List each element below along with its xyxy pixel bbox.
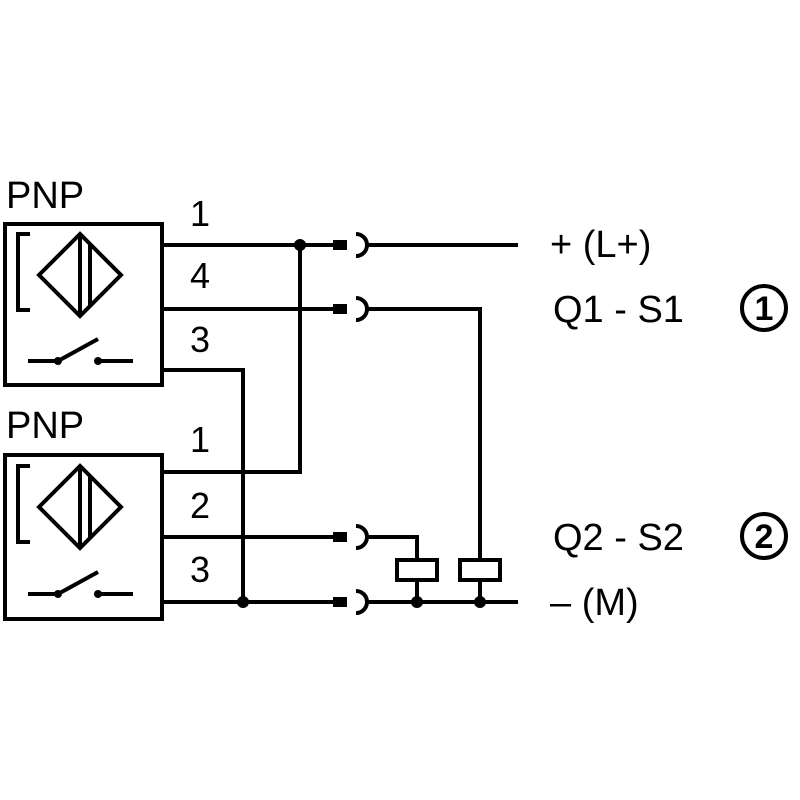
sensor-1-pin-4-label: 4 <box>190 255 210 296</box>
marker-1-number: 1 <box>755 290 774 328</box>
sensor-1-type-label: PNP <box>6 175 84 217</box>
plug-pin <box>333 240 347 250</box>
wires <box>162 239 333 608</box>
sensor-1-switch-icon <box>28 337 133 365</box>
junction-dot <box>294 239 306 251</box>
junction-dot <box>474 596 486 608</box>
socket-icon <box>355 524 369 550</box>
plug-pin <box>333 532 347 542</box>
sensor-1-pin-3-label: 3 <box>190 319 210 360</box>
sensor-2-pin-1-label: 1 <box>190 419 210 460</box>
junction-dot <box>237 596 249 608</box>
output-1-label: Q1 - S1 <box>553 289 684 331</box>
marker-1: 1 <box>740 284 788 332</box>
load-2-icon <box>395 558 439 582</box>
wire-q1-out <box>367 307 482 560</box>
sensor-1-pin-1-label: 1 <box>190 193 210 234</box>
socket-icon <box>355 296 369 322</box>
load-wiring <box>367 243 518 608</box>
load-1-icon <box>458 558 502 582</box>
wire-sensor-2-plus <box>162 245 302 474</box>
socket-icon <box>355 232 369 258</box>
junction-dot <box>411 596 423 608</box>
circle-marker-icon <box>740 284 788 332</box>
sensor-2-pin-2-label: 2 <box>190 485 210 526</box>
plug-pin <box>333 597 347 607</box>
circle-marker-icon <box>740 512 788 560</box>
wire-q2-out <box>367 535 419 560</box>
socket-icon <box>355 589 369 615</box>
sensor-2-inductive-symbol-icon <box>16 463 124 551</box>
connector-plugs <box>333 232 369 615</box>
sensor-1-inductive-symbol-icon <box>16 231 124 319</box>
sensor-2-type-label: PNP <box>6 405 84 447</box>
marker-2: 2 <box>740 512 788 560</box>
wire-sensor-1-minus <box>162 368 245 602</box>
sensor-1: PNP 1 4 3 <box>3 175 210 387</box>
supply-plus-label: + (L+) <box>550 224 651 266</box>
marker-2-number: 2 <box>755 518 774 556</box>
terminal-labels: + (L+) Q1 - S1 Q2 - S2 – (M) <box>550 224 684 624</box>
sensor-1-housing <box>3 222 164 387</box>
supply-minus-label: – (M) <box>550 582 639 624</box>
sensor-2-pin-3-label: 3 <box>190 549 210 590</box>
sensor-2: PNP 1 2 3 <box>3 405 210 621</box>
sensor-2-switch-icon <box>28 570 133 598</box>
plug-pin <box>333 304 347 314</box>
output-2-label: Q2 - S2 <box>553 517 684 559</box>
